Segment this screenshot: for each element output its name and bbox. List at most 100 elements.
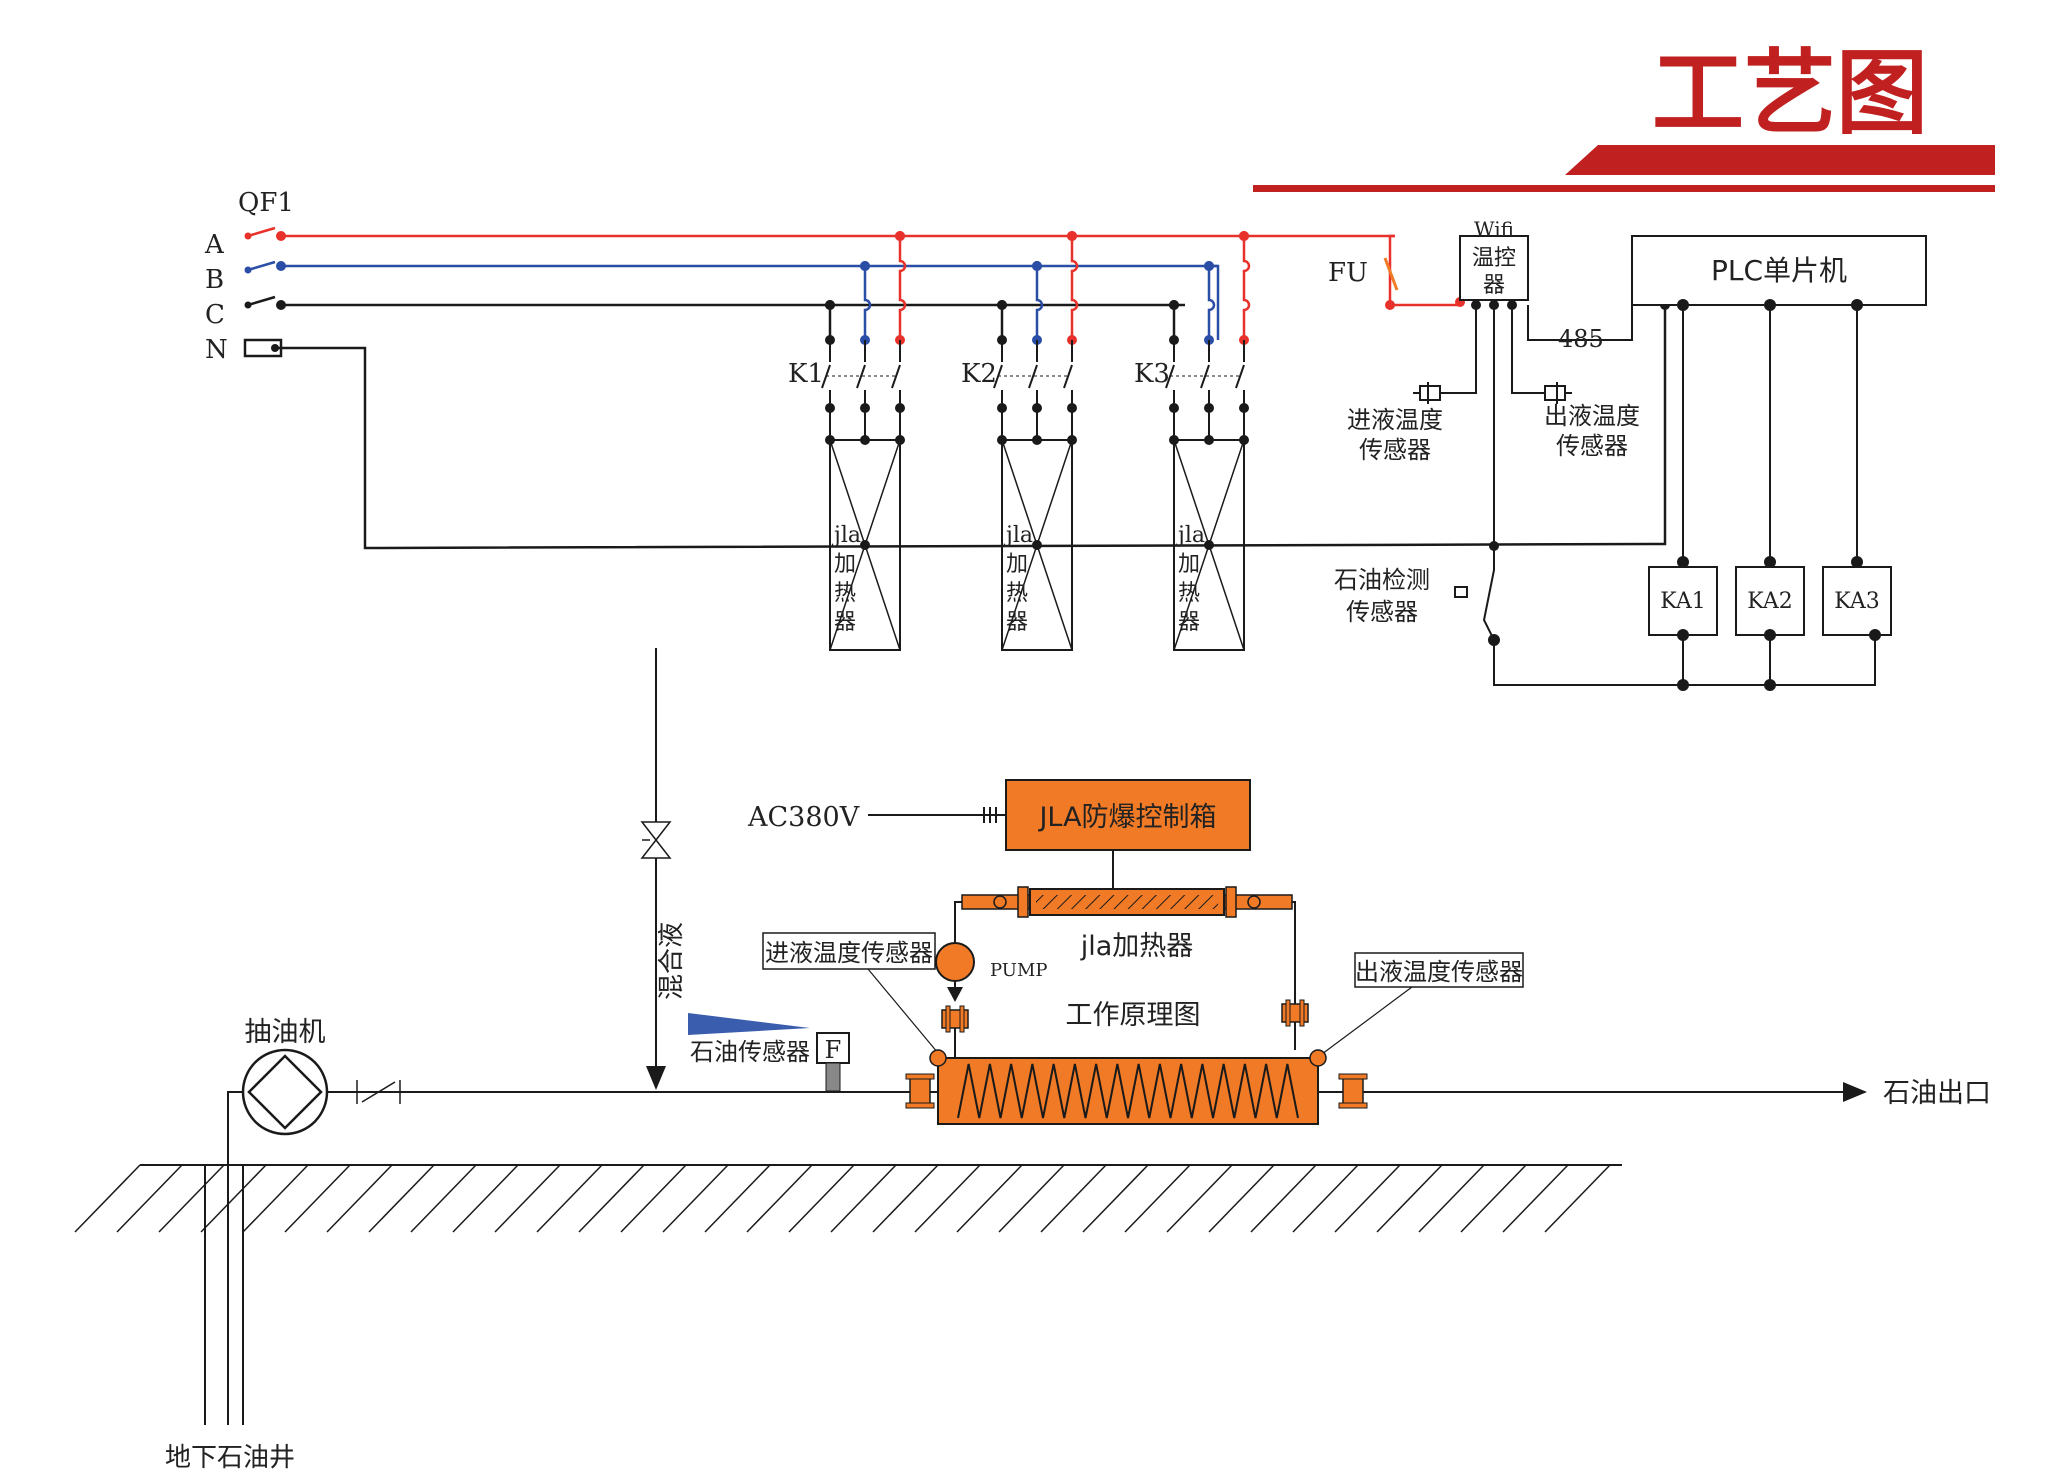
fuse-label: FU: [1328, 258, 1368, 288]
contactor-k2-label: K2: [961, 359, 997, 389]
outlet-temp-probe-icon: [1544, 382, 1572, 404]
heater-label-char: jla: [1003, 523, 1033, 548]
inlet-loop-pipe: [954, 901, 962, 960]
heater-label-char: 热: [1178, 581, 1200, 606]
inlet-sensor-wire: [1440, 305, 1477, 394]
phase-b-label: B: [205, 265, 224, 295]
plc-box: [1631, 235, 1927, 306]
flow-switch-box: [816, 1032, 850, 1064]
thermostat-line-3: 器: [1483, 273, 1505, 298]
thermostat-line-1: Wifi: [1474, 217, 1514, 241]
phase-c-label: C: [205, 300, 225, 330]
control-box: [1005, 779, 1251, 851]
plc-outputs: [1677, 299, 1863, 568]
outlet-sensor-line-1: 出液温度: [1544, 402, 1640, 430]
heat-exchanger: [929, 1049, 1327, 1125]
outlet-sensor-callout: 出液温度传感器: [1355, 958, 1523, 986]
heater-label-char: 器: [834, 610, 856, 635]
relay-ka1-label: KA1: [1660, 589, 1705, 614]
relay-return-bus: [1482, 546, 1881, 691]
contactor-group-k3: jla 加热器: [1165, 231, 1251, 651]
oil-sensor-wedge: [688, 1013, 810, 1035]
heater-label: jla加热器: [1080, 931, 1194, 962]
inlet-sensor-line-1: 进液温度: [1347, 406, 1443, 434]
oil-outlet-label: 石油出口: [1883, 1078, 1991, 1109]
contactor-group-k1: jla 加热器: [821, 231, 907, 651]
heater-label-char: 热: [834, 581, 856, 606]
pump-jack-label: 抽油机: [245, 1017, 326, 1048]
breaker-label: QF1: [238, 188, 294, 218]
oil-detect-line-2: 传感器: [1346, 598, 1418, 626]
pump-icon: [935, 942, 975, 1002]
phase-n-label: N: [205, 335, 228, 365]
fuse-wire: [1388, 234, 1462, 307]
control-box-label: JLA防爆控制箱: [1037, 802, 1216, 833]
relay-ka2: KA2: [1735, 566, 1805, 636]
breaker-qf1: [243, 226, 286, 358]
exchanger-inlet-flange-icon: [905, 1073, 935, 1109]
outlet-coupling-icon: [1281, 999, 1309, 1027]
relay-ka3-label: KA3: [1834, 589, 1879, 614]
mixed-liquid-label: 混合液: [657, 922, 687, 1000]
rs485-label: 485: [1558, 325, 1604, 353]
diagram-label: 工作原理图: [1066, 1000, 1201, 1031]
oil-sensor-label: 石油传感器: [690, 1038, 810, 1066]
power-connector-icon: [983, 807, 997, 823]
heater-label-char: 器: [1006, 610, 1028, 635]
bus-junctions: [825, 231, 1249, 310]
outlet-sensor-line-2: 传感器: [1556, 432, 1628, 460]
contactor-k3-label: K3: [1134, 359, 1170, 389]
title-underline: [1253, 185, 1995, 192]
contactor-k1-label: K1: [788, 359, 824, 389]
inlet-sensor-callout: 进液温度传感器: [765, 939, 933, 967]
oil-detect-sensor-icon: [1454, 586, 1468, 598]
heater-label-char: 器: [1178, 610, 1200, 635]
heater-label-char: jla: [831, 523, 861, 548]
outlet-sensor-callout-box: [1354, 952, 1524, 988]
inlet-coupling-icon: [941, 1005, 969, 1033]
outlet-callout-leader: [1317, 986, 1413, 1058]
flow-switch-letter: F: [825, 1036, 842, 1064]
power-label: AC380V: [747, 802, 860, 833]
heater-label-char: 热: [1006, 581, 1028, 606]
inlet-callout-leader: [867, 968, 939, 1054]
relay-ka2-label: KA2: [1747, 589, 1792, 614]
heater-label-char: 加: [1178, 552, 1200, 577]
oil-detect-line-1: 石油检测: [1334, 566, 1430, 594]
fuse-link: [1383, 257, 1399, 291]
rs485-link: [1527, 305, 1633, 341]
manual-valve-icon: [640, 821, 672, 859]
phase-a-label: A: [204, 230, 225, 260]
flow-switch-stem: [825, 1062, 841, 1092]
outlet-sensor-wire: [1511, 305, 1545, 394]
jla-heater: [961, 886, 1293, 918]
thermostat-line-2: 温控: [1472, 246, 1516, 271]
well-label: 地下石油井: [165, 1443, 295, 1473]
well-riser: [227, 1091, 243, 1425]
title-accent-bar: [1565, 145, 1995, 175]
contactor-group-k2: jla加热器: [993, 231, 1079, 651]
exchanger-outlet-flange-icon: [1338, 1073, 1368, 1109]
relay-ka1: KA1: [1648, 566, 1718, 636]
relay-ka3: KA3: [1822, 566, 1892, 636]
heater-label-char: jla: [1175, 523, 1205, 548]
outlet-loop-pipe: [1292, 901, 1296, 1050]
pump-label: PUMP: [990, 960, 1048, 981]
neutral-wire: [275, 305, 1667, 550]
heater-label-char: 加: [834, 552, 856, 577]
plc-label: PLC单片机: [1711, 254, 1847, 287]
inlet-temp-probe-icon: [1413, 382, 1441, 404]
process-flow: AC380V JLA防爆控制箱 jla加热器 PUMP: [74, 648, 1991, 1473]
ground-hatching: [74, 1164, 1611, 1233]
inlet-sensor-line-2: 传感器: [1359, 436, 1431, 464]
wifi-thermostat-box: [1459, 235, 1529, 301]
pump-jack-icon: [241, 1048, 329, 1136]
header: 工艺图: [1253, 40, 1995, 192]
check-valve-icon: [356, 1080, 401, 1104]
well-casing: [204, 1165, 244, 1425]
page-title: 工艺图: [1652, 40, 1928, 147]
inlet-sensor-callout-box: [762, 932, 936, 970]
